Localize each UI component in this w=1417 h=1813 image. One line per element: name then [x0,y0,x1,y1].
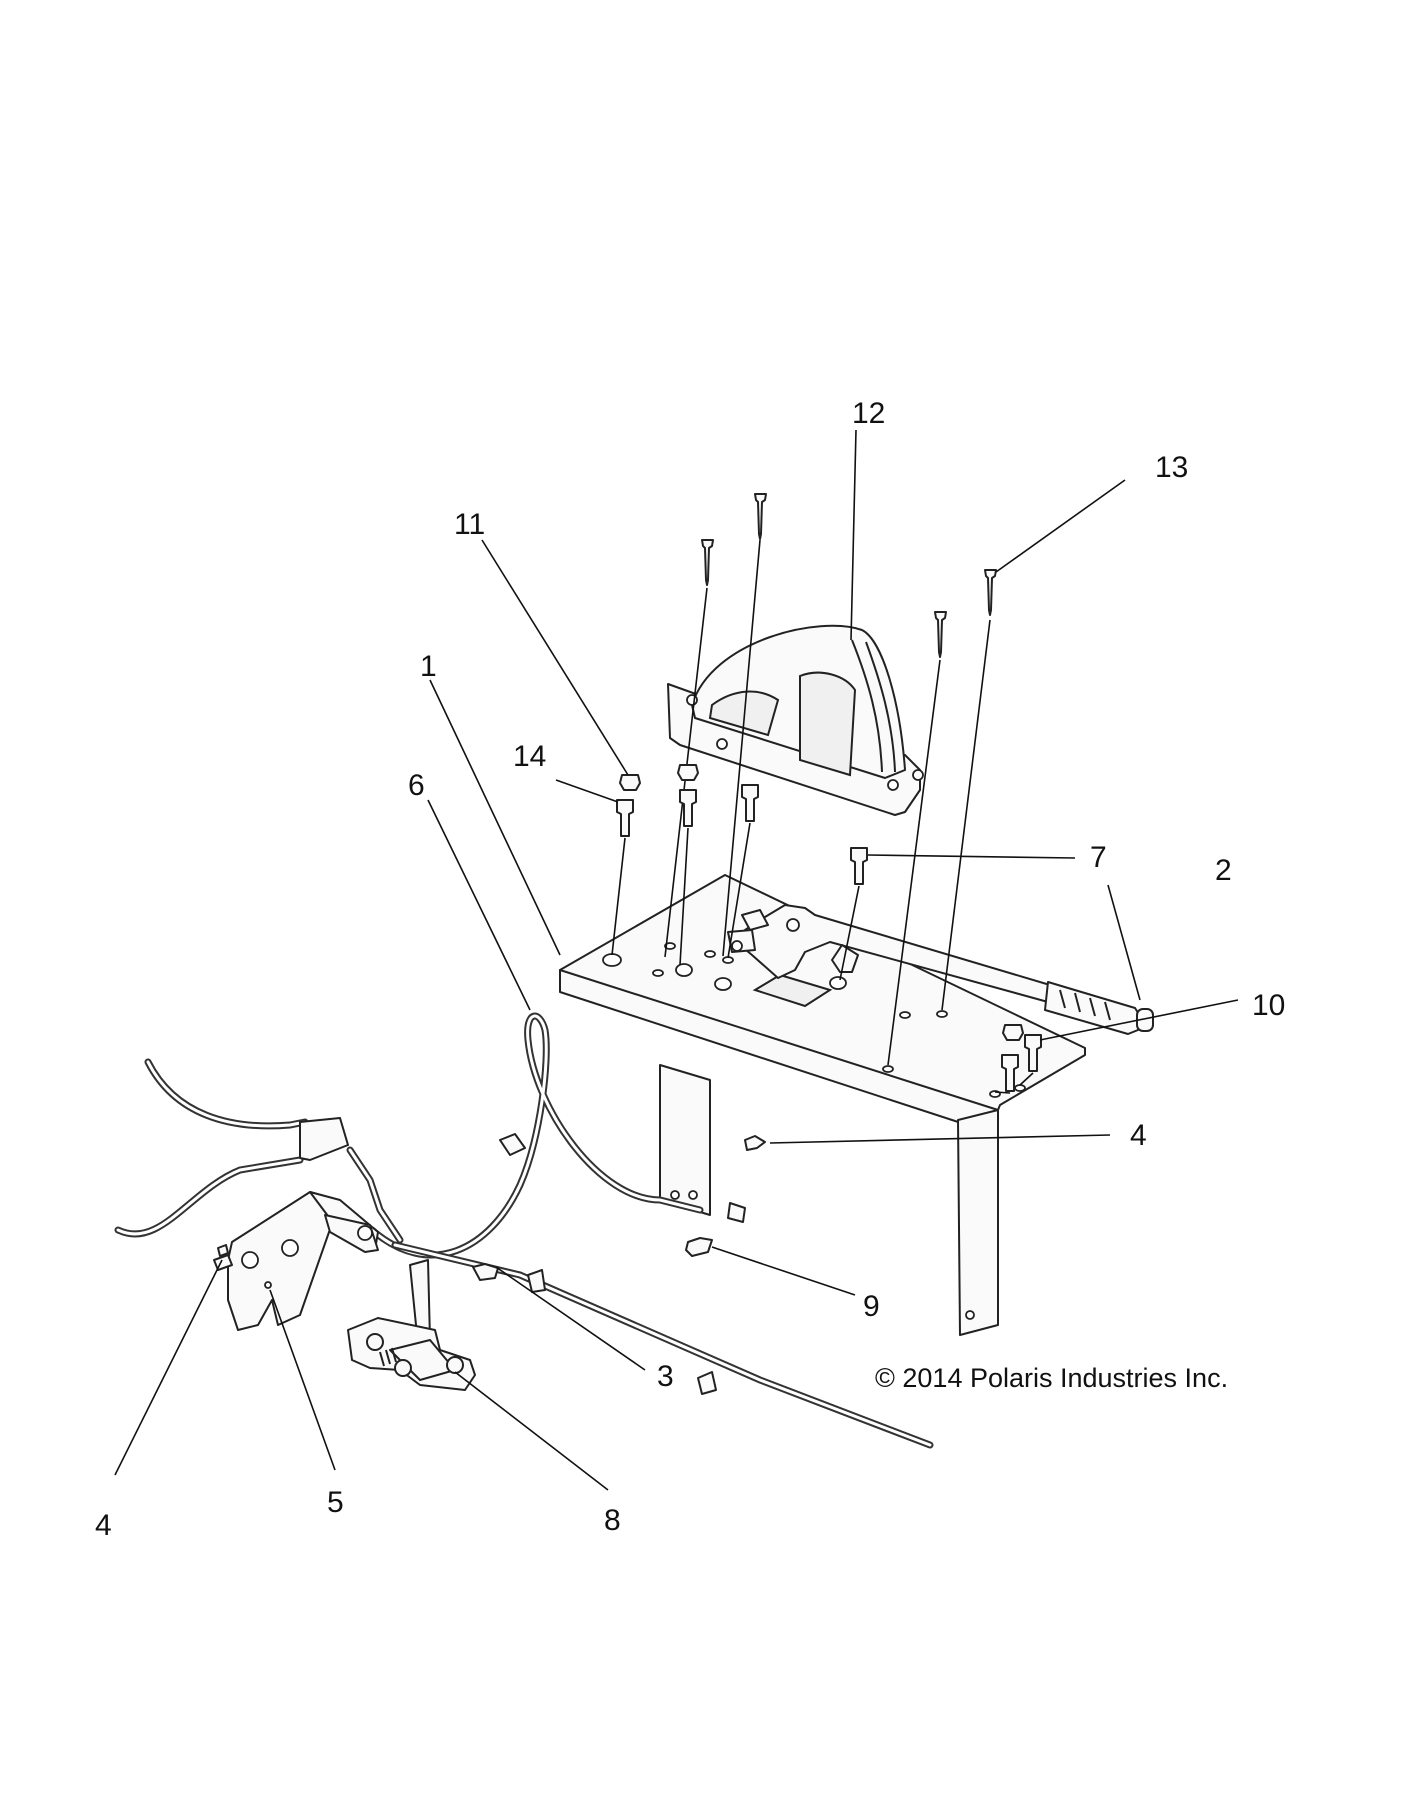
bolt-10b [1001,1054,1019,1092]
callout-9: 9 [863,1290,880,1323]
screw-a [701,539,714,586]
screw-c [934,611,947,658]
callout-6: 6 [408,769,425,802]
bolt-left-2 [679,789,697,827]
callout-7: 7 [1090,841,1107,874]
callout-2: 2 [1215,854,1232,887]
callout-8: 8 [604,1504,621,1537]
bolt-14 [616,799,634,837]
flange-bolts [611,764,1042,1094]
callout-13: 13 [1155,451,1188,484]
pin-9 [685,1237,713,1257]
callout-11: 11 [454,508,485,541]
screw-b [754,493,767,540]
mounting-plate [559,874,1086,1336]
lever-boot-cover [667,624,924,816]
brake-caliper [347,1259,476,1391]
callout-labels: 1 2 3 4 4 5 6 7 8 9 10 11 12 13 14 [95,397,1285,1542]
callout-12: 12 [852,397,885,430]
caliper-bracket [213,1191,379,1331]
clip-4 [217,1244,229,1257]
callout-4-left: 4 [95,1509,112,1542]
screw-d [984,569,997,616]
nut-11 [619,774,641,791]
brake-cables [114,1012,934,1449]
callout-5: 5 [327,1486,344,1519]
cotter-pin-4 [744,1135,766,1151]
copyright-notice: © 2014 Polaris Industries Inc. [875,1363,1228,1393]
bolt-mid [741,784,759,822]
pin-3 [472,1263,499,1281]
bolt-7 [850,847,868,885]
callout-4-right: 4 [1130,1119,1147,1152]
callout-1: 1 [420,650,437,683]
nut-10 [1002,1024,1024,1041]
nut-left-2 [677,764,699,781]
callout-14: 14 [513,740,546,773]
callout-3: 3 [657,1360,674,1393]
callout-10: 10 [1252,989,1285,1022]
small-hardware [217,1135,766,1281]
callout-leaders [114,429,1239,1491]
